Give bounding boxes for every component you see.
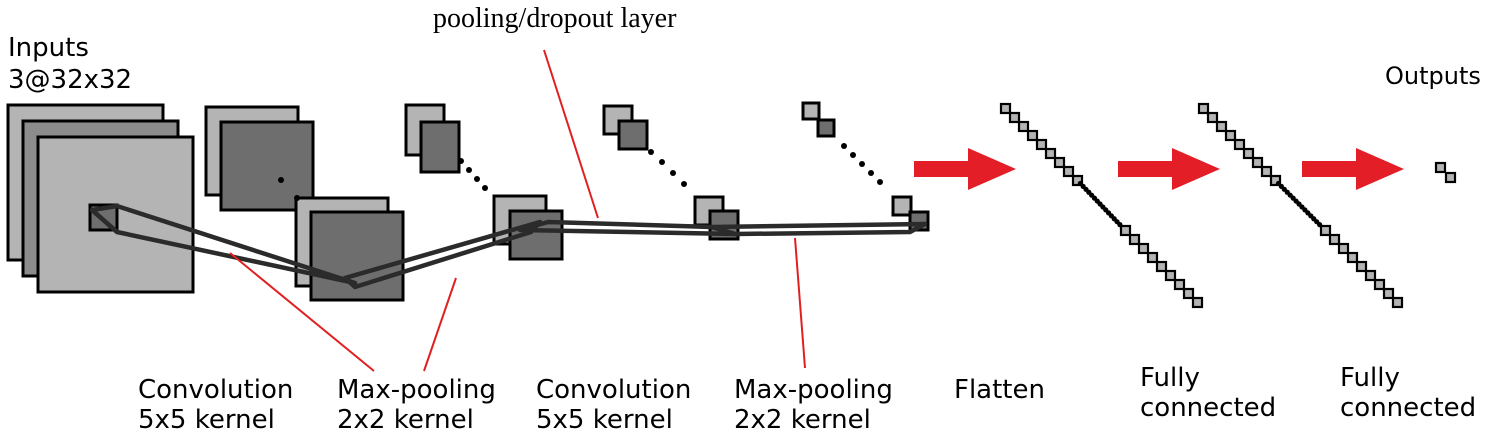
stage-label-conv2-line2: 5x5 kernel <box>536 405 673 435</box>
neuron-unit <box>1119 224 1132 237</box>
stage-label-fc1-line2: connected <box>1140 393 1276 423</box>
stage-label-flatten: Flatten <box>954 375 1045 405</box>
neuron-unit <box>1224 129 1237 142</box>
neuron-unit <box>1008 111 1021 124</box>
pool2-feature-maps <box>801 101 930 232</box>
pool1-feature-maps <box>404 103 564 261</box>
conv2-continuation-dots <box>648 149 687 187</box>
output-units <box>1434 161 1457 184</box>
neuron-unit <box>1373 278 1386 291</box>
inputs-shape: 3@32x32 <box>8 65 132 95</box>
conv1-continuation-dots <box>278 177 300 201</box>
stage-label-fc2-line2: connected <box>1340 393 1476 423</box>
stage-label-conv1-line2: 5x5 kernel <box>138 405 275 435</box>
input-feature-maps <box>6 103 195 294</box>
neuron-unit <box>1155 260 1168 273</box>
outputs-title: Outputs <box>1385 62 1481 90</box>
neuron-unit <box>1071 174 1084 187</box>
receptive-field-connections <box>89 203 928 290</box>
neuron-unit <box>1137 242 1150 255</box>
inputs-title: Inputs <box>8 33 89 63</box>
neuron-unit <box>1206 111 1219 124</box>
neuron-unit <box>1434 161 1447 174</box>
neuron-unit <box>1337 242 1350 255</box>
stage-label-pool1-line2: 2x2 kernel <box>337 405 474 435</box>
stage-label-conv1-line1: Convolution <box>138 375 293 405</box>
neuron-unit <box>1182 287 1195 300</box>
neuron-unit <box>1251 156 1264 169</box>
neuron-unit <box>1269 174 1282 187</box>
stage-label-fc2-line1: Fully <box>1340 363 1400 393</box>
neuron-unit <box>1355 260 1368 273</box>
stage-label-pool2-line2: 2x2 kernel <box>734 405 871 435</box>
annotation-lines <box>229 49 806 372</box>
pooling-dropout-label: pooling/dropout layer <box>433 3 677 34</box>
neuron-unit <box>1319 224 1332 237</box>
stage-label-pool2-line1: Max-pooling <box>734 375 893 405</box>
flow-arrows <box>914 148 1404 190</box>
arrow-right-icon <box>914 148 1016 190</box>
neuron-unit <box>1146 251 1159 264</box>
neuron-unit <box>1017 120 1030 133</box>
pool2-annotation-line <box>794 237 806 369</box>
neuron-unit <box>1191 296 1204 309</box>
neuron-unit <box>999 102 1012 115</box>
pool2-continuation-dots <box>841 143 883 185</box>
arrow-right-icon <box>1118 148 1220 190</box>
neuron-unit <box>1444 171 1457 184</box>
neuron-unit <box>1233 138 1246 151</box>
stage-label-pool1-line1: Max-pooling <box>337 375 496 405</box>
neuron-unit <box>1328 233 1341 246</box>
stage-label-conv2-line1: Convolution <box>536 375 691 405</box>
conv1-annotation-line <box>229 252 375 372</box>
fully-connected-vector <box>1197 102 1404 309</box>
neuron-unit <box>1215 120 1228 133</box>
neuron-unit <box>1062 165 1075 178</box>
neuron-unit <box>1164 269 1177 282</box>
neuron-unit <box>1242 147 1255 160</box>
neuron-unit <box>1364 269 1377 282</box>
neuron-unit <box>1053 156 1066 169</box>
pooling-dropout-annotation-line <box>543 49 599 219</box>
pool1-continuation-dots <box>458 158 488 191</box>
neuron-unit <box>1035 138 1048 151</box>
pool1-annotation-line <box>423 277 457 372</box>
stage-label-fc1-line1: Fully <box>1140 363 1200 393</box>
neuron-unit <box>1382 287 1395 300</box>
neuron-unit <box>1346 251 1359 264</box>
neuron-unit <box>1391 296 1404 309</box>
arrow-right-icon <box>1302 148 1404 190</box>
neuron-unit <box>1260 165 1273 178</box>
neuron-unit <box>1197 102 1210 115</box>
flatten-vector <box>999 102 1204 309</box>
neuron-unit <box>1173 278 1186 291</box>
neuron-unit <box>1128 233 1141 246</box>
neuron-unit <box>1044 147 1057 160</box>
neuron-unit <box>1026 129 1039 142</box>
